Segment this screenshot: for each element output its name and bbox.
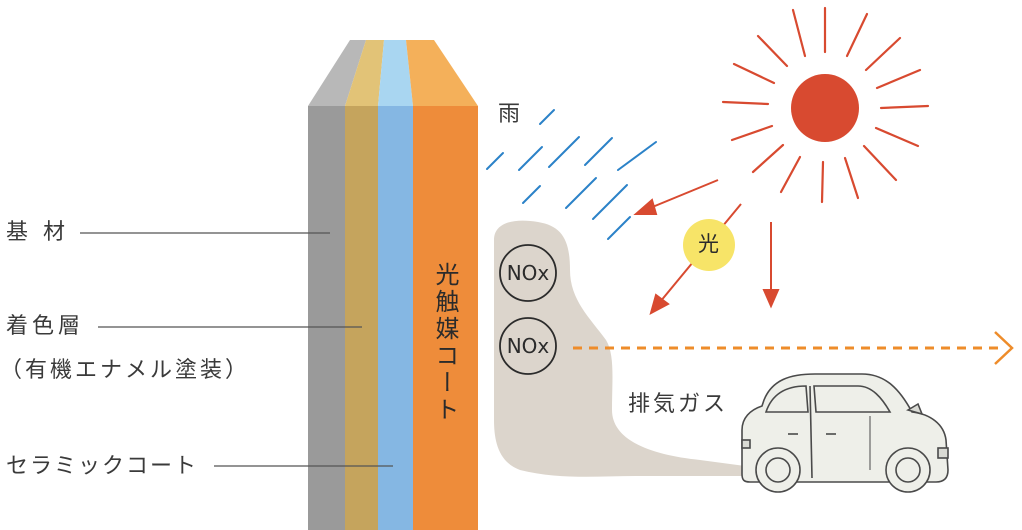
color-layer-cap	[345, 40, 384, 106]
ceramic-cap	[378, 40, 413, 106]
exhaust-cloud	[494, 220, 745, 477]
car-icon	[741, 373, 949, 493]
photocatalyst-cap	[406, 40, 478, 106]
light-ray-1	[649, 179, 719, 209]
layer-stack	[308, 40, 478, 530]
light-badge	[683, 219, 735, 271]
nox-circle-1	[499, 244, 557, 302]
color-layer-label: 着色層	[6, 314, 85, 339]
light-label: 光	[698, 232, 719, 256]
color-layer-band	[345, 106, 378, 530]
nox-label-2: NOx	[506, 334, 550, 358]
nox-circle-2	[499, 317, 557, 375]
color-layer-note: （有機エナメル塗装）	[0, 358, 251, 383]
ceramic-band	[378, 106, 413, 530]
exhaust-label: 排気ガス	[628, 392, 729, 417]
sun-icon	[721, 6, 930, 204]
nox-label-1: NOx	[506, 261, 550, 285]
leader-lines	[80, 232, 393, 467]
photocatalyst-coat-label: 光触媒コート	[431, 262, 459, 424]
ceramic-coat-label: セラミックコート	[6, 454, 199, 479]
nox-flow-arrow	[573, 331, 1014, 365]
substrate-band	[308, 106, 345, 530]
rain-icon	[486, 109, 657, 240]
rain-label: 雨	[498, 102, 521, 127]
substrate-cap	[308, 40, 366, 106]
photocatalyst-band	[413, 106, 478, 530]
substrate-label: 基 材	[6, 220, 69, 245]
